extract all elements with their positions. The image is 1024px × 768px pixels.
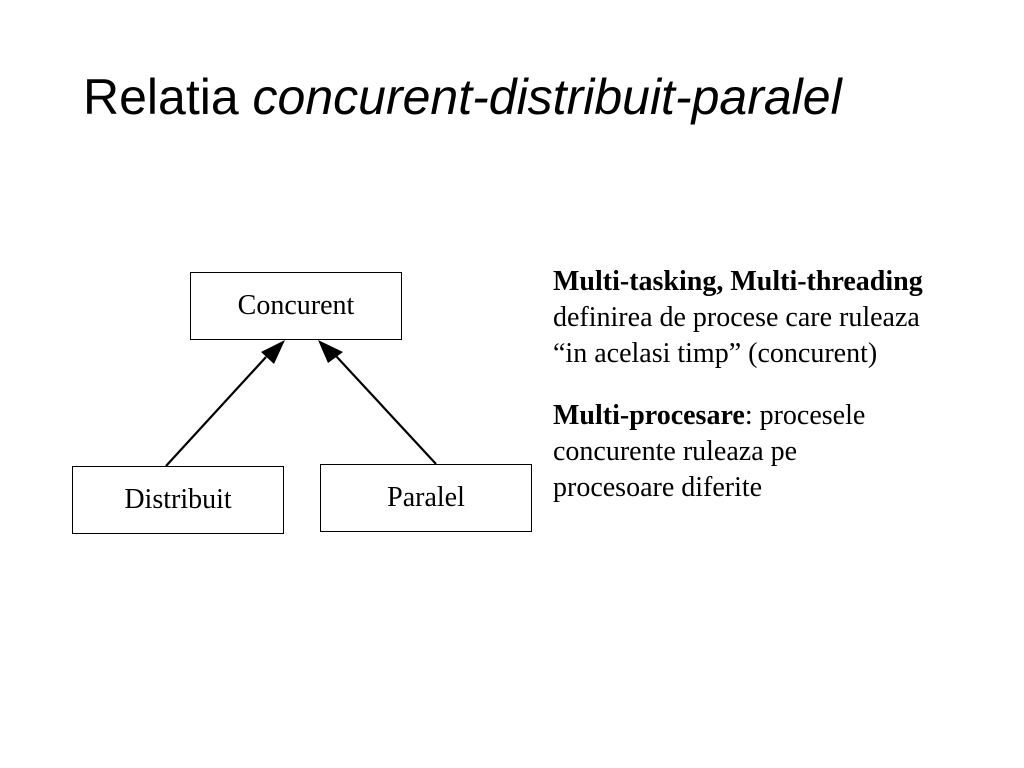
multiprocesare-line-2: concurente ruleaza pe bbox=[553, 436, 798, 467]
multiprocesare-line-3: procesoare diferite bbox=[553, 472, 763, 503]
multitasking-line-2: definirea de procese care ruleaza bbox=[553, 302, 920, 333]
paragraph-multiprocesare: Multi-procesare: procesele concurente ru… bbox=[553, 398, 974, 506]
multitasking-term: Multi-tasking, Multi-threading bbox=[553, 266, 923, 297]
arrowhead-left bbox=[261, 340, 285, 364]
node-paralel: Paralel bbox=[320, 464, 532, 532]
slide-title: Relatia concurent-distribuit-paralel bbox=[83, 62, 842, 132]
multiprocesare-term: Multi-procesare bbox=[553, 400, 745, 431]
title-italic: concurent-distribuit-paralel bbox=[252, 69, 842, 125]
description-text: Multi-tasking, Multi-threading definirea… bbox=[553, 264, 974, 584]
multiprocesare-rest: : procesele bbox=[744, 400, 866, 431]
title-plain: Relatia bbox=[83, 69, 253, 125]
node-concurent: Concurent bbox=[190, 272, 402, 340]
paragraph-multitasking: Multi-tasking, Multi-threading definirea… bbox=[553, 264, 974, 372]
multitasking-line-3: “in acelasi timp” (concurent) bbox=[553, 338, 878, 369]
arrowhead-right bbox=[318, 340, 343, 363]
node-distribuit: Distribuit bbox=[72, 466, 284, 534]
edge-distribuit-to-concurent bbox=[165, 340, 285, 467]
edge-paralel-to-concurent bbox=[318, 340, 437, 465]
